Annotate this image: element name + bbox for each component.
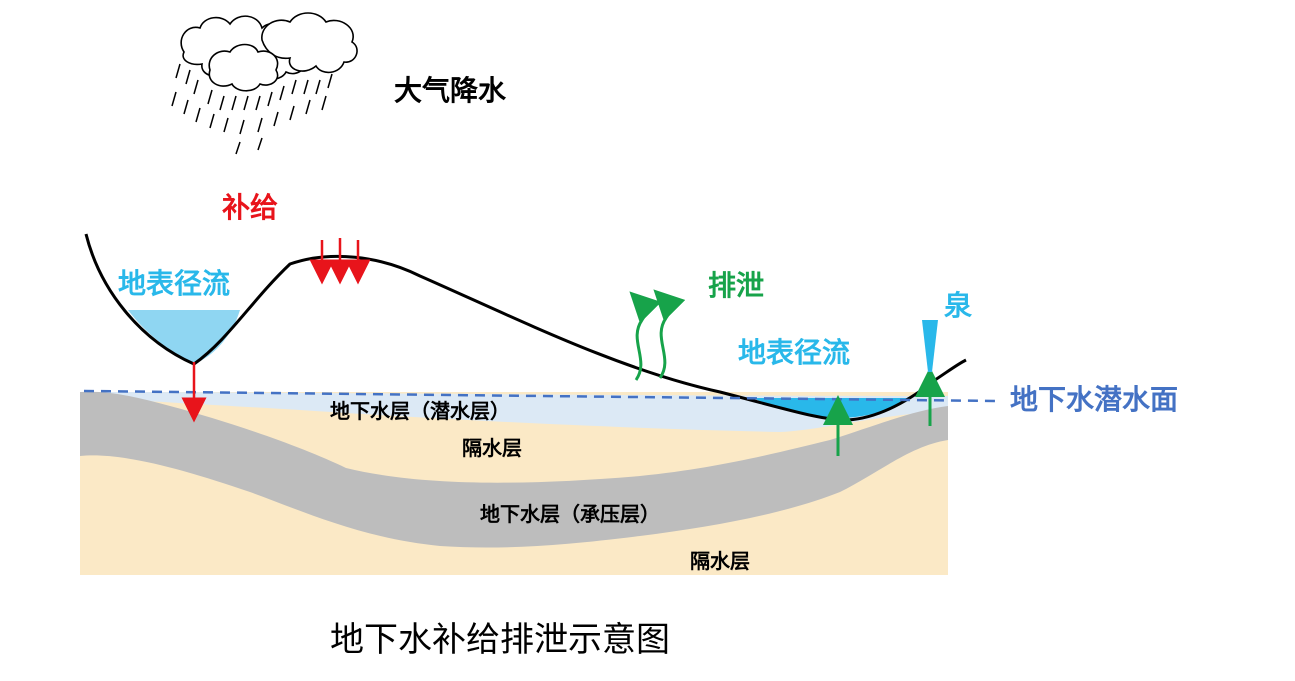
spring-label: 泉 — [944, 289, 973, 322]
recharge-label: 补给 — [222, 191, 278, 224]
aquitard-lower-label: 隔水层 — [690, 549, 750, 573]
upper-gray-layer — [80, 391, 948, 548]
rain-cloud-icon — [171, 12, 358, 155]
discharge-label: 排泄 — [708, 269, 764, 302]
diagram-caption: 地下水补给排泄示意图 — [330, 620, 670, 660]
precipitation-label: 大气降水 — [394, 74, 507, 107]
aquitard-upper-label: 隔水层 — [462, 436, 522, 460]
surface-runoff-left-label: 地表径流 — [118, 267, 230, 300]
surface-runoff-right-label: 地表径流 — [738, 336, 850, 369]
recharge-arrows-icon — [181, 238, 371, 423]
unconfined-aquifer-band — [80, 392, 948, 432]
water-table-label: 地下水潜水面 — [1010, 383, 1178, 416]
evaporation-arrows-icon — [629, 289, 945, 456]
unconfined-aquifer-label: 地下水层（潜水层） — [330, 399, 510, 423]
spring-icon — [922, 320, 938, 372]
confined-aquifer-label: 地下水层（承压层） — [480, 502, 660, 526]
